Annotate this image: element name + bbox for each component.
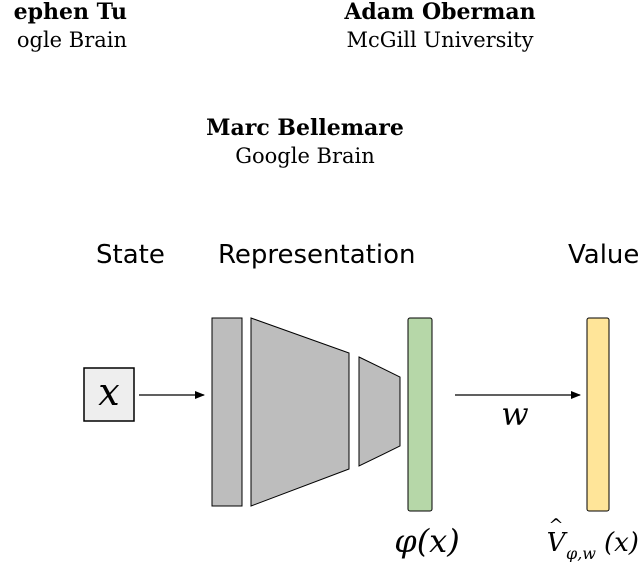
value-hat: ^: [548, 515, 563, 536]
representation-layer-2: [250, 317, 350, 507]
author-affiliation: ogle Brain: [16, 28, 127, 52]
representation-section-label: Representation: [218, 240, 416, 270]
input-state-box: [83, 367, 135, 422]
author-block-tu: ephen Tu ogle Brain: [0, 0, 127, 54]
author-affiliation: Google Brain: [235, 144, 375, 168]
feature-layer: [407, 317, 433, 512]
representation-layer-1: [211, 317, 243, 507]
author-name: Marc Bellemare: [206, 115, 404, 141]
author-name: ephen Tu: [13, 0, 127, 25]
feature-label: φ(x): [394, 522, 459, 560]
state-section-label: State: [96, 240, 165, 270]
input-symbol: x: [98, 370, 119, 414]
value-section-label: Value: [568, 240, 640, 270]
author-block-oberman: Adam Oberman McGill University: [290, 0, 590, 54]
representation-layer-3: [358, 356, 401, 467]
value-symbol: V: [547, 528, 568, 558]
value-layer: [586, 317, 610, 512]
value-argument: (x): [604, 528, 639, 558]
weight-symbol: w: [501, 395, 528, 433]
value-subscript: φ,w: [566, 544, 596, 562]
author-affiliation: McGill University: [346, 28, 534, 52]
author-name: Adam Oberman: [344, 0, 536, 25]
author-block-bellemare: Marc Bellemare Google Brain: [155, 114, 455, 170]
value-estimate-label: ^ V φ,w (x): [547, 515, 639, 562]
